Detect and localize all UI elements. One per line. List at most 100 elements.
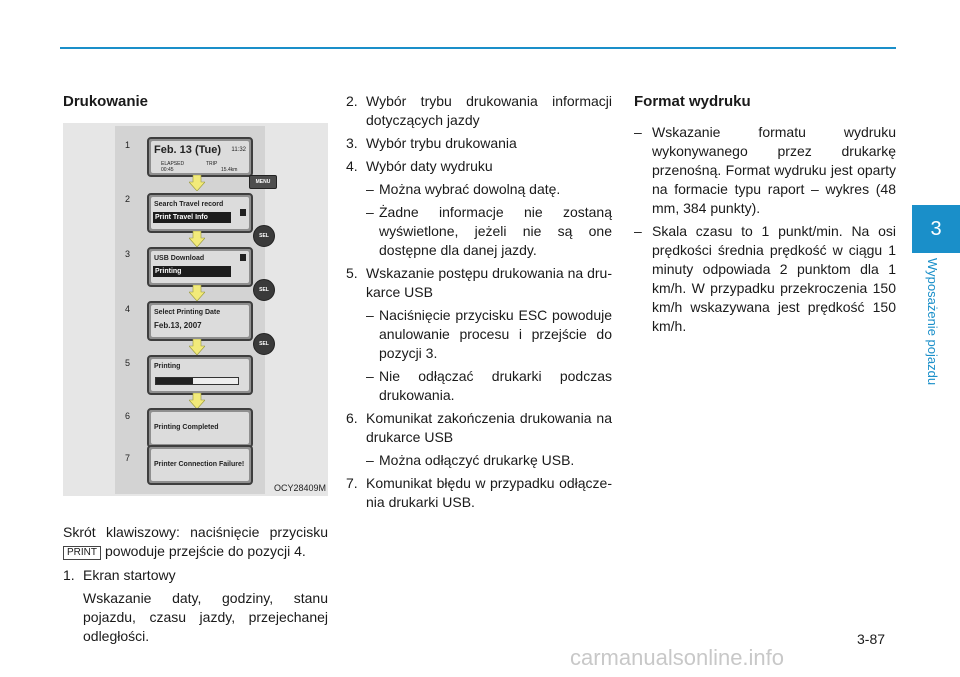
print-key-label: PRINT (63, 546, 101, 560)
item-number: 1. (63, 567, 75, 583)
item-number: 4. (346, 158, 358, 174)
list-item-2: 2. Wybór trybu drukowania informacji dot… (346, 92, 612, 130)
dash-bullet: – (366, 204, 374, 220)
lcd-screen-select-date: Select Printing Date Feb.13, 2007 (147, 301, 253, 341)
chapter-title: Wyposażenie pojazdu (925, 258, 940, 386)
item-1-description: Wskazanie daty, godziny, stanu pojazdu, … (83, 590, 328, 644)
screen-line-1: Printer Connection Failure! (154, 461, 245, 468)
dash-bullet: – (366, 181, 374, 197)
step-number: 1 (125, 140, 131, 150)
down-arrow-icon (189, 285, 205, 301)
lcd-screen-printing: Printing (147, 355, 253, 395)
print-progress-bar (155, 377, 239, 385)
list-item-5: 5. Wskazanie postępu drukowania na dru­k… (346, 264, 612, 302)
lcd-screen-printer-failure: Printer Connection Failure! (147, 445, 253, 485)
sub-item: – Naciśnięcie przycisku ESC powodu­je an… (366, 306, 612, 363)
step-number: 5 (125, 358, 131, 368)
screen-date: Feb. 13 (Tue) (154, 144, 222, 156)
dash-bullet: – (366, 452, 374, 468)
dash-bullet: – (634, 223, 642, 239)
item-text: Wybór daty wydruku (366, 158, 493, 174)
item-text: Komunikat zakończenia drukowania na druk… (366, 410, 612, 445)
dash-bullet: – (366, 368, 374, 384)
sub-item-text: Można wybrać dowolną datę. (379, 181, 561, 197)
column-middle: 2. Wybór trybu drukowania informacji dot… (346, 92, 612, 516)
item-text: Wskazanie postępu drukowania na dru­karc… (366, 265, 612, 300)
list-item-7: 7. Komunikat błędu w przypadku odłącze­n… (346, 474, 612, 512)
column-right: Format wydruku – Wskazanie formatu wydru… (634, 92, 896, 340)
item-text: Komunikat błędu w przypadku odłącze­nia … (366, 475, 612, 510)
item-text: Wybór trybu drukowania informacji doty­c… (366, 93, 612, 128)
menu-button: MENU (249, 175, 277, 189)
sub-item-text: Można odłączyć drukarkę USB. (379, 452, 575, 468)
item-number: 5. (346, 265, 358, 281)
item-number: 6. (346, 410, 358, 426)
screen-line-1: Printing Completed (154, 424, 219, 431)
list-item-1: 1. Ekran startowy (63, 566, 328, 585)
section-heading-printing: Drukowanie (63, 93, 149, 110)
elapsed-label: ELAPSED (161, 161, 185, 167)
item-text: Wybór trybu drukowania (366, 135, 517, 151)
shortcut-text-pre: Skrót klawiszowy: naciśnięcie przycisku (63, 524, 328, 540)
figure-code: OCY28409M (273, 483, 326, 493)
lcd-screen-usb-download: USB Download Printing (147, 247, 253, 287)
list-item-3: 3. Wybór trybu drukowania (346, 134, 612, 153)
trip-label: TRIP (206, 161, 218, 167)
screen-line-1: Printing (154, 363, 181, 370)
elapsed-value: 00:45 (161, 167, 174, 173)
step-number: 4 (125, 304, 131, 314)
screen-line-2: Printing (153, 266, 231, 277)
sel-button: SEL (253, 279, 275, 301)
dash-item: – Wskazanie formatu wydruku wykonywa­neg… (634, 123, 896, 218)
page-number: 3-87 (857, 631, 886, 647)
header-rule (60, 47, 896, 49)
sel-button: SEL (253, 225, 275, 247)
lcd-screen-start: Feb. 13 (Tue) 11:32 ELAPSED TRIP 00:45 1… (147, 137, 253, 177)
item-number: 7. (346, 475, 358, 491)
sub-item: – Nie odłączać drukarki podczas druko­wa… (366, 367, 612, 405)
item-text: Ekran startowy (83, 567, 176, 583)
chapter-tab: 3 (912, 205, 960, 253)
screen-line-1: Search Travel record (154, 201, 224, 208)
sub-item: – Można wybrać dowolną datę. (366, 180, 612, 199)
list-item-4: 4. Wybór daty wydruku (346, 157, 612, 176)
step-number: 7 (125, 453, 131, 463)
item-number: 3. (346, 135, 358, 151)
sel-button: SEL (253, 333, 275, 355)
printing-sequence-figure: 1 2 3 4 5 6 7 Feb. 13 (Tue) 11:32 ELAPSE… (63, 123, 328, 496)
down-arrow-icon (189, 175, 205, 191)
sub-item-text: Nie odłączać drukarki podczas druko­wani… (379, 368, 612, 403)
screen-line-2: Feb.13, 2007 (154, 321, 202, 330)
dash-bullet: – (634, 124, 642, 140)
step-number: 3 (125, 249, 131, 259)
lcd-screen-search-travel: Search Travel record Print Travel Info (147, 193, 253, 233)
down-arrow-icon (189, 339, 205, 355)
screen-line-2: Print Travel Info (153, 212, 231, 223)
up-arrow-icon (240, 254, 246, 261)
item-number: 2. (346, 93, 358, 109)
down-arrow-icon (240, 209, 246, 216)
column-left: Drukowanie Skrót klawiszowy: naciśnięcie… (63, 92, 328, 650)
down-arrow-icon (189, 393, 205, 409)
dash-bullet: – (366, 307, 374, 323)
lcd-screen-printing-completed: Printing Completed (147, 408, 253, 448)
dash-item: – Skala czasu to 1 punkt/min. Na osi prę… (634, 222, 896, 336)
list-item-6: 6. Komunikat zakończenia drukowania na d… (346, 409, 612, 447)
sub-item: – Można odłączyć drukarkę USB. (366, 451, 612, 470)
section-heading-print-format: Format wydruku (634, 93, 751, 110)
sub-item-text: Naciśnięcie przycisku ESC powodu­je anul… (379, 307, 612, 361)
step-number: 6 (125, 411, 131, 421)
down-arrow-icon (189, 231, 205, 247)
trip-value: 15.4km (221, 167, 238, 173)
shortcut-text-post: powoduje przejście do pozycji 4. (105, 543, 306, 559)
dash-item-text: Skala czasu to 1 punkt/min. Na osi pręd­… (652, 223, 896, 334)
sub-item: – Żadne informacje nie zostaną wyświe­tl… (366, 203, 612, 260)
screen-line-1: Select Printing Date (154, 309, 221, 316)
dash-item-text: Wskazanie formatu wydruku wykonywa­nego … (652, 124, 896, 216)
screen-line-1: USB Download (154, 255, 205, 262)
step-number: 2 (125, 194, 131, 204)
screen-time: 11:32 (231, 147, 246, 153)
sub-item-text: Żadne informacje nie zostaną wyświe­tlon… (379, 204, 612, 258)
watermark: carmanualsonline.info (570, 645, 785, 670)
shortcut-paragraph: Skrót klawiszowy: naciśnięcie przycisku … (63, 523, 328, 561)
